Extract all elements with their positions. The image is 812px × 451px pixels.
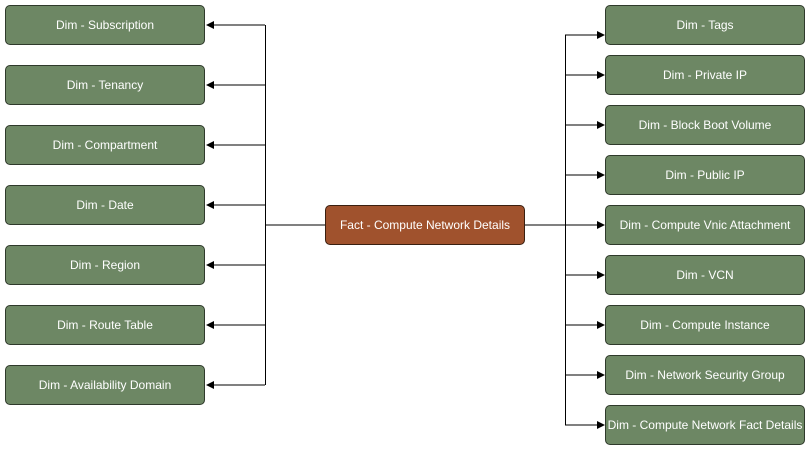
- dim-private-ip[interactable]: Dim - Private IP: [605, 55, 805, 95]
- dim-tenancy[interactable]: Dim - Tenancy: [5, 65, 205, 105]
- dim-subscription[interactable]: Dim - Subscription: [5, 5, 205, 45]
- dim-compartment[interactable]: Dim - Compartment: [5, 125, 205, 165]
- fact-compute-network-details[interactable]: Fact - Compute Network Details: [325, 205, 525, 245]
- dim-compute-instance[interactable]: Dim - Compute Instance: [605, 305, 805, 345]
- dim-availability-domain[interactable]: Dim - Availability Domain: [5, 365, 205, 405]
- dim-region[interactable]: Dim - Region: [5, 245, 205, 285]
- dim-tags[interactable]: Dim - Tags: [605, 5, 805, 45]
- dim-compute-network-fact-details[interactable]: Dim - Compute Network Fact Details: [605, 405, 805, 445]
- dim-date[interactable]: Dim - Date: [5, 185, 205, 225]
- dim-network-security-group[interactable]: Dim - Network Security Group: [605, 355, 805, 395]
- dim-block-boot-volume[interactable]: Dim - Block Boot Volume: [605, 105, 805, 145]
- dim-vcn[interactable]: Dim - VCN: [605, 255, 805, 295]
- dim-public-ip[interactable]: Dim - Public IP: [605, 155, 805, 195]
- dim-route-table[interactable]: Dim - Route Table: [5, 305, 205, 345]
- dim-compute-vnic-attachment[interactable]: Dim - Compute Vnic Attachment: [605, 205, 805, 245]
